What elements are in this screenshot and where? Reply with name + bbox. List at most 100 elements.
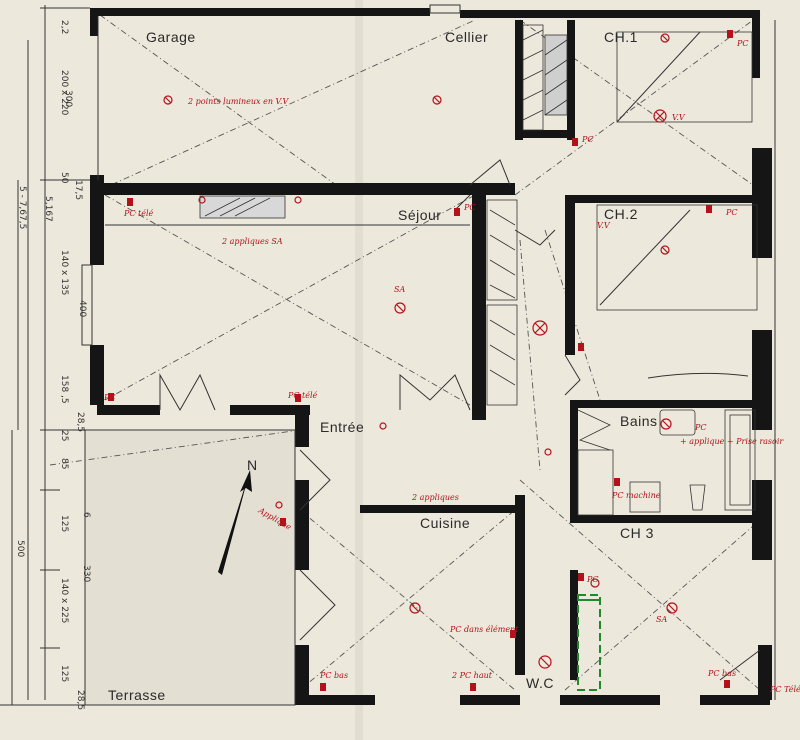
note-pc-dans-element: PC dans élément bbox=[449, 625, 519, 634]
dim-300: 300 bbox=[63, 90, 73, 107]
dim-top: 2,2 bbox=[59, 20, 69, 34]
light-point-icon bbox=[409, 602, 421, 614]
note-applique-bains: + applique + Prise rasoir bbox=[680, 437, 784, 446]
light-point-icon bbox=[660, 245, 670, 255]
light-point-icon bbox=[660, 418, 672, 430]
light-point-icon bbox=[666, 602, 678, 614]
light-point-icon bbox=[163, 95, 173, 105]
socket-icon bbox=[614, 478, 620, 486]
socket-icon bbox=[108, 393, 114, 401]
wc-fixture bbox=[577, 594, 601, 691]
room-ch1: CH.1 bbox=[604, 29, 638, 45]
note-pc-tele-sejour: PC télé bbox=[123, 209, 154, 218]
room-cellier: Cellier bbox=[445, 29, 488, 45]
socket-icon bbox=[454, 208, 460, 216]
bathroom-fixtures bbox=[577, 409, 756, 516]
note-pc-ch1: PC bbox=[736, 39, 749, 48]
socket-icon bbox=[727, 30, 733, 38]
note-appliques-entree: 2 appliques bbox=[411, 493, 459, 502]
light-point-icon bbox=[294, 196, 302, 204]
light-point-icon bbox=[590, 578, 600, 588]
dim-28-5a: 28,5 bbox=[75, 412, 85, 432]
dim-330: 330 bbox=[81, 565, 91, 582]
light-point-icon bbox=[532, 320, 548, 336]
note-pc-bas-ch3: PC bas bbox=[707, 669, 736, 678]
socket-icon bbox=[470, 683, 476, 691]
socket-icon bbox=[280, 518, 286, 526]
north-label: N bbox=[247, 457, 258, 473]
light-point-icon bbox=[198, 196, 206, 204]
note-vv-ch1: V.V bbox=[672, 113, 686, 122]
light-point-icon bbox=[544, 448, 552, 456]
dim-125a: 125 bbox=[59, 515, 69, 532]
dim-500: 500 bbox=[15, 540, 25, 557]
note-pc-tele-2: PC télé bbox=[287, 391, 318, 400]
dim-200x220: 200 x 220 bbox=[59, 70, 69, 116]
note-pc-machine: PC machine bbox=[611, 491, 661, 500]
note-pc-cellier: PC bbox=[581, 135, 594, 144]
room-bains: Bains bbox=[620, 413, 658, 429]
note-pc-haut-cuisine: 2 PC haut bbox=[451, 671, 493, 680]
socket-icon bbox=[320, 683, 326, 691]
socket-icon bbox=[578, 343, 584, 351]
note-pc-bas-cuisine: PC bas bbox=[319, 671, 348, 680]
socket-icon bbox=[572, 138, 578, 146]
dim-50: 50 bbox=[59, 172, 69, 184]
room-cuisine: Cuisine bbox=[420, 515, 470, 531]
light-point-icon bbox=[660, 33, 670, 43]
light-point-icon bbox=[538, 655, 552, 669]
dim-28-5b: 28,5 bbox=[75, 690, 85, 710]
dim-5-167: 5,167 bbox=[43, 196, 53, 222]
doors bbox=[159, 159, 761, 681]
beds bbox=[596, 31, 758, 379]
construction-lines bbox=[49, 14, 761, 691]
outline-lines bbox=[81, 4, 776, 706]
dim-85: 85 bbox=[59, 458, 69, 469]
note-pc-ch2: PC bbox=[725, 208, 738, 217]
light-point-icon bbox=[653, 109, 667, 123]
room-entree: Entrée bbox=[320, 419, 364, 435]
note-pc-bains: PC bbox=[694, 423, 707, 432]
dim-158-5: 158 ,5 bbox=[59, 375, 69, 404]
note-garage-lights: 2 points lumineux en V.V bbox=[187, 97, 289, 106]
socket-icon bbox=[295, 394, 301, 402]
dim-125b: 125 bbox=[59, 665, 69, 682]
dimension-column bbox=[0, 5, 90, 706]
socket-icon bbox=[706, 205, 712, 213]
light-point-icon bbox=[379, 422, 387, 430]
note-vv-ch2: V.V bbox=[597, 221, 611, 230]
room-wc: W.C bbox=[526, 675, 554, 691]
note-pc-ch3: PC bbox=[586, 575, 599, 584]
note-appliques-sa: 2 appliques SA bbox=[221, 237, 283, 246]
note-pc-sejour-bas: PC bbox=[103, 393, 116, 402]
light-point-icon bbox=[432, 95, 442, 105]
socket-icon bbox=[510, 630, 516, 638]
note-pc-tele-ch3: PC Télé bbox=[769, 685, 800, 694]
note-pc-sejour: PC bbox=[463, 203, 476, 212]
room-ch3: CH 3 bbox=[620, 525, 654, 541]
room-sejour: Séjour bbox=[398, 207, 441, 223]
north-arrow-icon bbox=[218, 470, 252, 575]
electrical-symbols bbox=[108, 30, 733, 691]
socket-icon bbox=[724, 680, 730, 688]
socket-icon bbox=[578, 573, 584, 581]
closets bbox=[199, 24, 568, 406]
walls bbox=[90, 8, 772, 705]
room-garage: Garage bbox=[146, 29, 196, 45]
dim-6: 6 bbox=[81, 512, 91, 518]
terrace-area bbox=[85, 430, 295, 705]
dim-17-5: 17,5 bbox=[73, 180, 83, 200]
note-sa-ch3: SA bbox=[656, 615, 667, 624]
dim-140x225: 140 x 225 bbox=[59, 578, 69, 623]
socket-icon bbox=[127, 198, 133, 206]
note-sa-sejour: SA bbox=[394, 285, 405, 294]
room-terrasse: Terrasse bbox=[108, 687, 166, 703]
light-point-icon bbox=[394, 302, 406, 314]
light-point-icon bbox=[275, 501, 283, 509]
dim-7675: 5 - 7,67,5 bbox=[17, 186, 27, 229]
paper-fold bbox=[355, 0, 363, 740]
dim-140x135: 140 x 135 bbox=[59, 250, 69, 295]
dim-25: 25 bbox=[59, 430, 69, 441]
room-ch2: CH.2 bbox=[604, 206, 638, 222]
